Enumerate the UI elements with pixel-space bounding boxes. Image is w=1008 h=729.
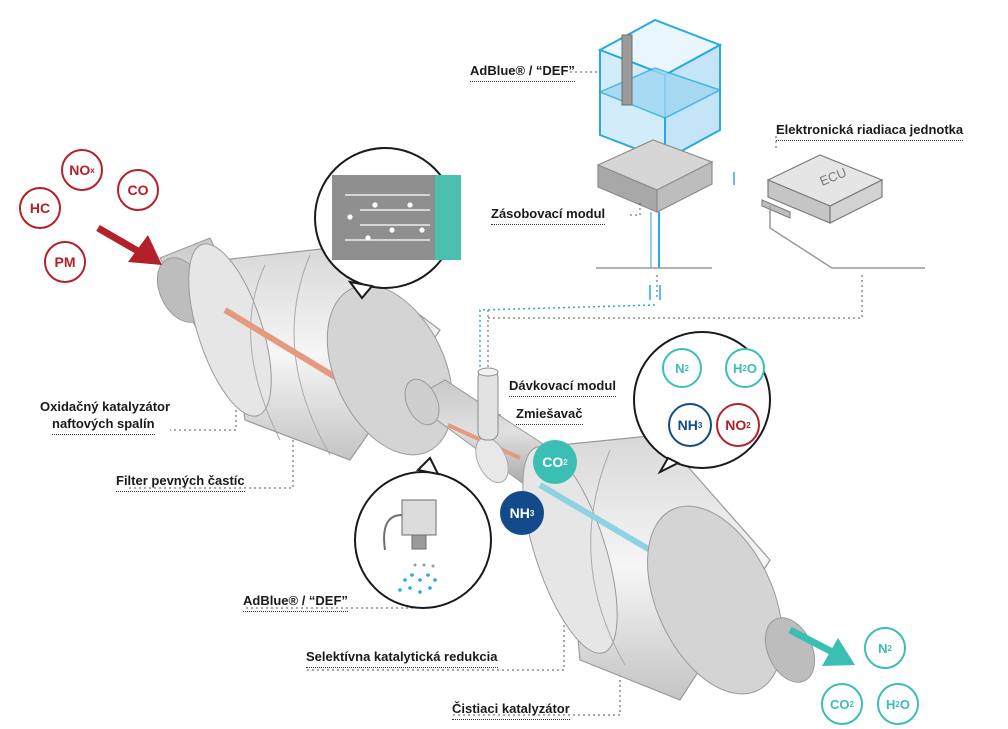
molecule-badge: HC [19,187,61,229]
molecule-text: NH [509,505,530,521]
adblue-tank [597,18,723,162]
dosing-module-label: Dávkovací modul [509,377,616,397]
outlet-arrow [788,626,855,666]
mid-pipe [404,367,561,486]
molecule-text: CO [542,454,564,470]
callout-tail [657,456,681,475]
ecu-label: Elektronická riadiaca jednotka [776,121,964,141]
molecule-badge: CO [117,169,159,211]
molecule-text-rest: O [899,696,910,712]
scr-canister [522,434,816,701]
dpf-label: Filter pevných častíc [116,472,245,492]
ecu-unit: ECU [761,154,925,269]
scr-label: Selektívna katalytická redukcia [306,648,498,668]
doc-core-line [223,307,342,383]
molecule-subscript: 2 [849,699,854,709]
molecule-text: H [886,696,896,712]
doc-label-line2: naftových spalín [52,415,155,435]
dpf-zoom-callout [314,147,461,300]
supply-module [596,139,735,269]
scr-core-line [538,482,652,553]
adblue-spray-label: AdBlue® / “DEF” [243,592,348,612]
tank-level-sensor [621,34,633,106]
molecule-subscript: x [90,165,95,175]
mixer-label: Zmiešavač [516,405,583,425]
molecule-text: NO [725,417,747,433]
molecule-subscript: 3 [529,508,535,518]
molecule-subscript: 2 [742,363,747,373]
feed-lines [479,285,661,370]
molecule-text: NH [677,417,698,433]
doc-label-line1: Oxidačný katalyzátor [40,399,171,414]
molecule-text: H [733,360,743,376]
inlet-arrow [96,224,162,265]
adblue-tank-label: AdBlue® / “DEF” [470,62,575,82]
supply-module-label: Zásobovací modul [491,205,606,225]
molecule-text: CO [830,696,850,712]
molecule-subscript: 2 [684,363,689,373]
molecule-text: NO [69,162,91,178]
molecule-subscript: 2 [746,420,751,430]
molecule-text: CO [127,182,149,198]
molecule-subscript: 2 [895,699,900,709]
dosing-module-nozzle [477,369,499,441]
cleanup-catalyst-label: Čistiaci katalyzátor [452,700,570,720]
molecule-text: N [675,360,685,376]
molecule-subscript: 2 [563,457,568,467]
molecule-text: PM [54,254,76,270]
molecule-subscript: 2 [887,643,892,653]
molecule-subscript: 3 [697,420,703,430]
dosing-zoom-callout [354,456,492,609]
molecule-text-rest: O [746,360,757,376]
molecule-text: N [878,640,888,656]
molecule-badge: PM [44,241,86,283]
molecule-text: HC [29,200,51,216]
